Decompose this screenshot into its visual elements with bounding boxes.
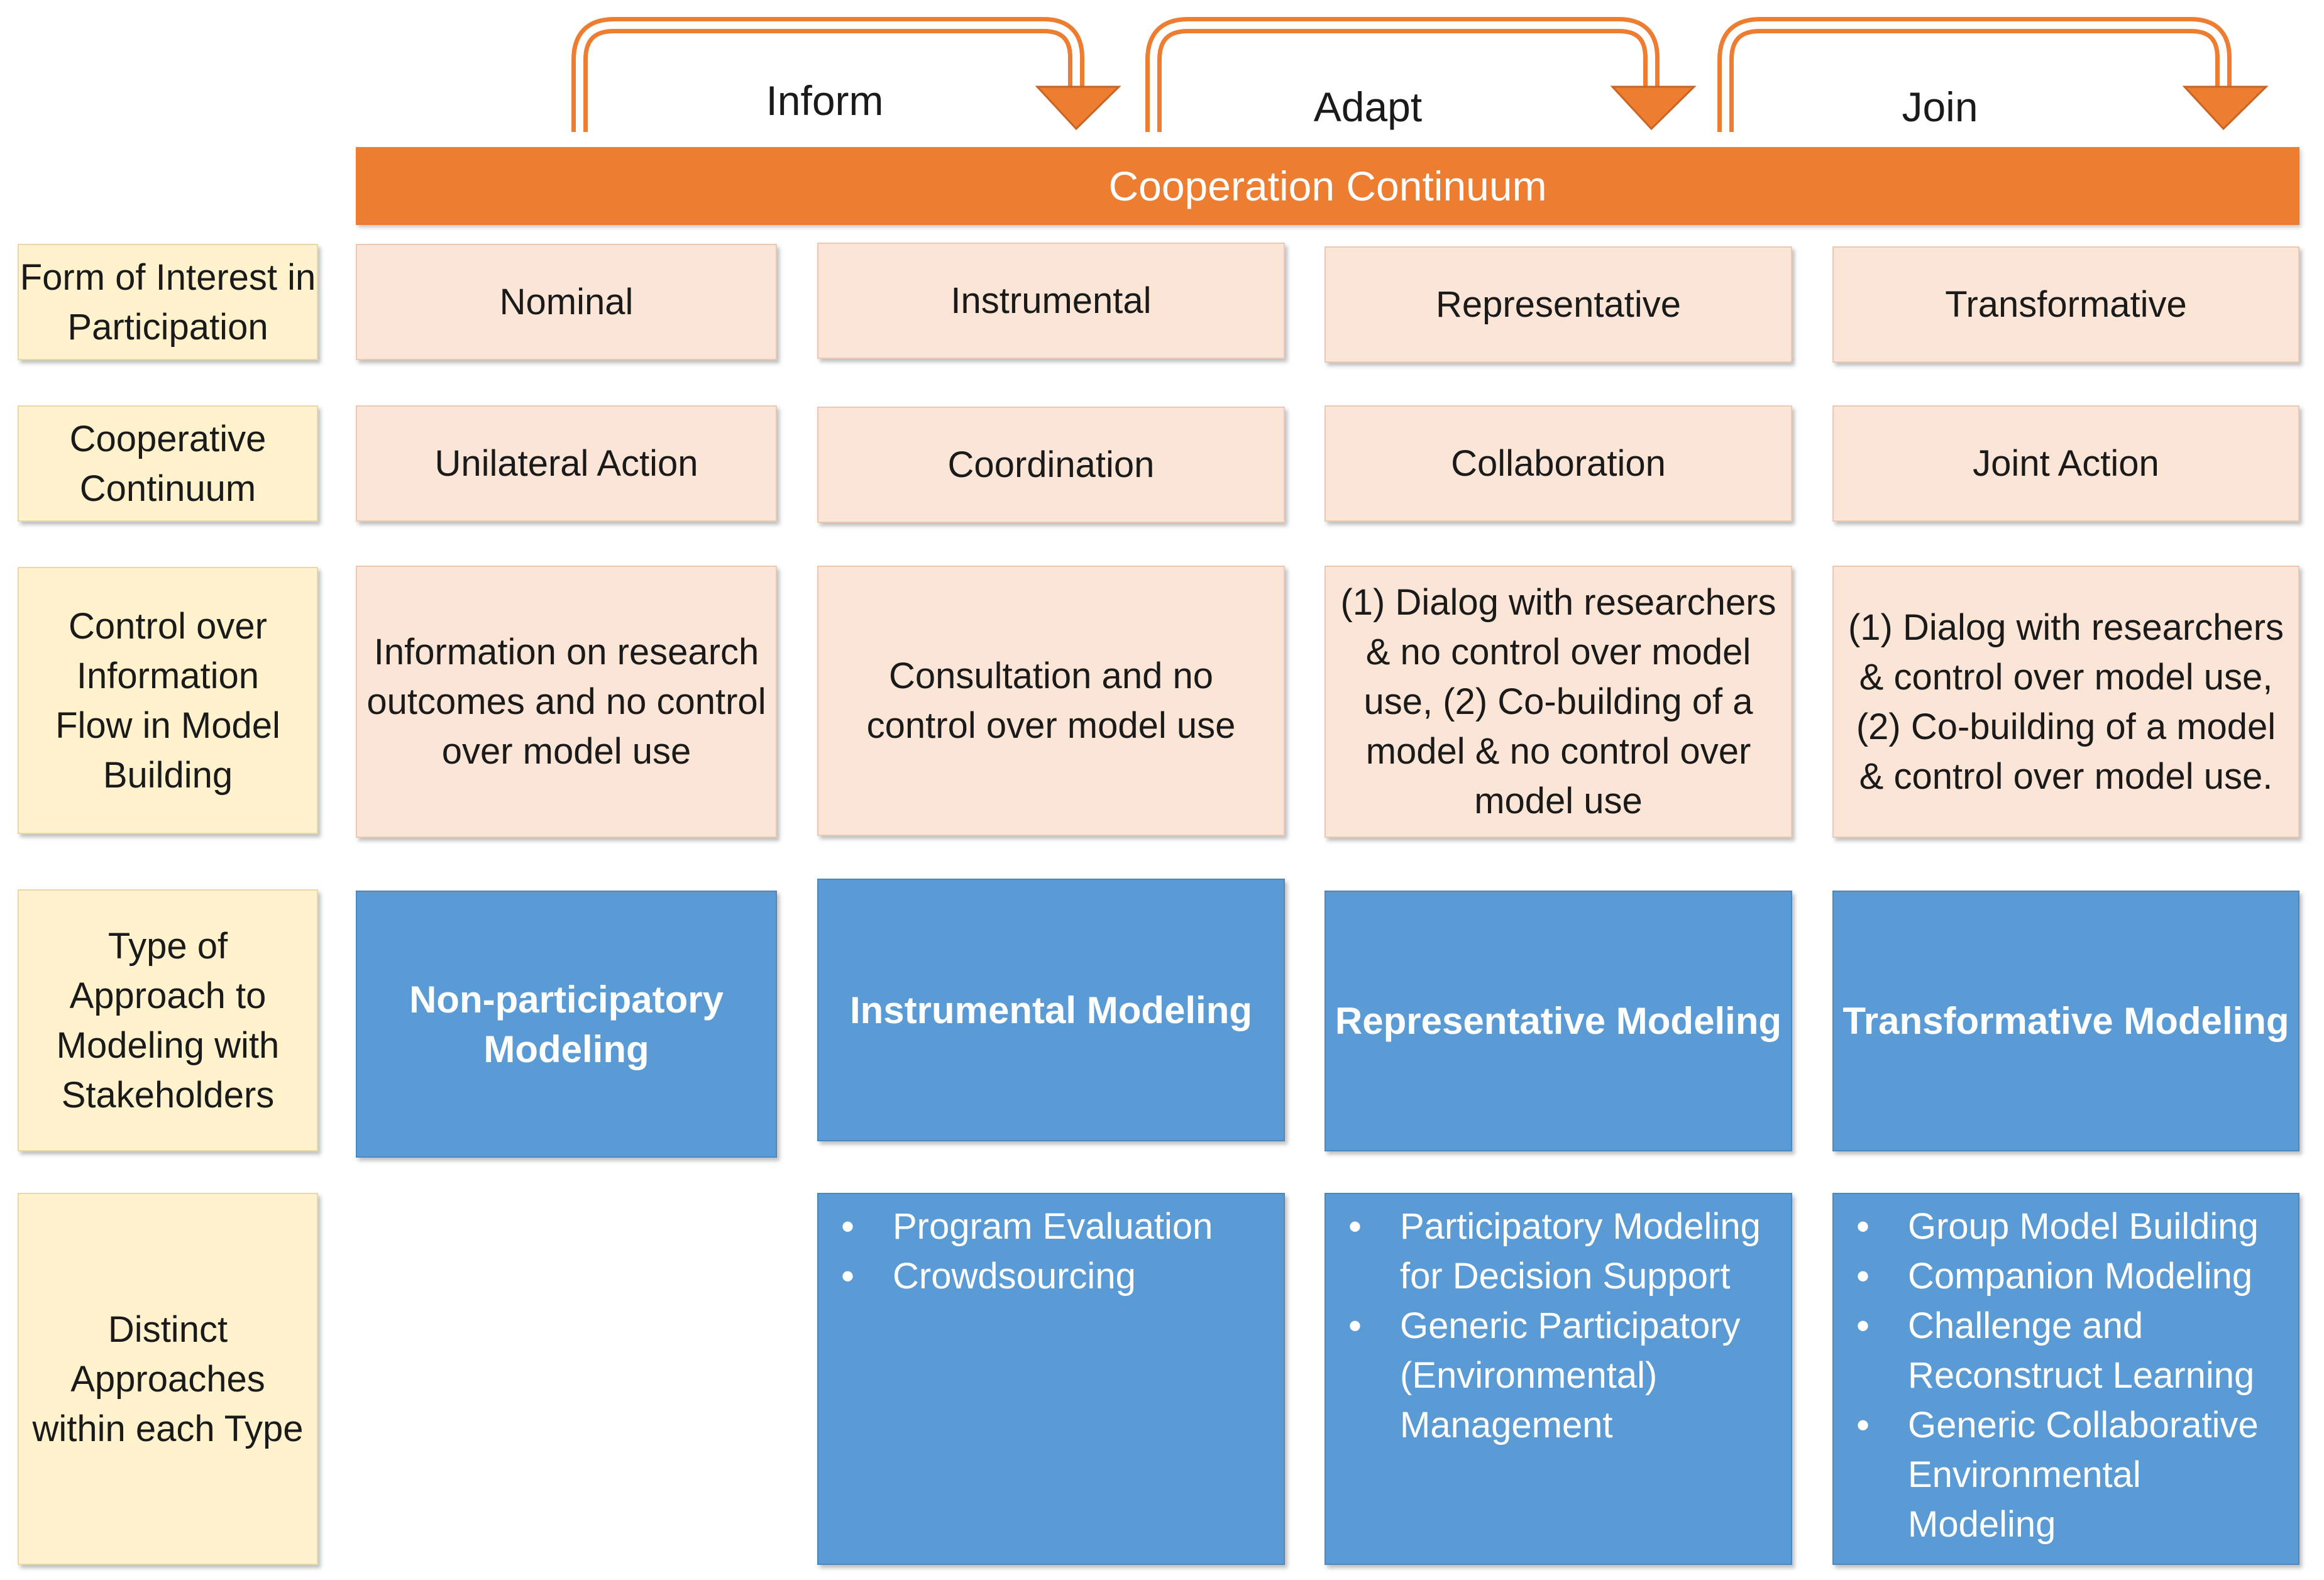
row-label-type-of-approach: Type of Approach to Modeling with Stakeh…	[18, 889, 318, 1151]
list-item: Companion Modeling	[1856, 1251, 2298, 1301]
approach-representative: Representative Modeling	[1324, 891, 1792, 1151]
inform-arrow	[569, 14, 1121, 132]
row-label-form-of-interest: Form of Interest in Participation	[18, 244, 318, 360]
form-transformative: Transformative	[1832, 246, 2299, 363]
row-label-control-over-information: Control over Information Flow in Model B…	[18, 567, 318, 834]
approach-transformative: Transformative Modeling	[1832, 891, 2299, 1151]
join-arrow	[1717, 17, 2269, 132]
list-item: Participatory Modeling for Decision Supp…	[1348, 1202, 1791, 1301]
cooperation-arrows	[569, 14, 2269, 132]
adapt-label: Adapt	[1313, 84, 1423, 130]
list-item: Generic Participatory (Environmental) Ma…	[1348, 1301, 1791, 1450]
list-item: Challenge and Reconstruct Learning	[1856, 1301, 2298, 1400]
form-nominal: Nominal	[356, 244, 777, 360]
row-label-distinct-approaches: Distinct Approaches within each Type	[18, 1193, 318, 1565]
list-item: Group Model Building	[1856, 1202, 2298, 1251]
row-label-cooperative-continuum: Cooperative Continuum	[18, 405, 318, 522]
control-instrumental: Consultation and no control over model u…	[817, 566, 1285, 836]
distinct-transformative: Group Model Building Companion Modeling …	[1832, 1193, 2299, 1565]
control-representative: (1) Dialog with researchers & no control…	[1324, 566, 1792, 838]
form-instrumental: Instrumental	[817, 243, 1285, 359]
approach-instrumental: Instrumental Modeling	[817, 879, 1285, 1141]
continuum-joint-action: Joint Action	[1832, 405, 2299, 522]
continuum-coordination: Coordination	[817, 407, 1285, 523]
cooperation-continuum-banner: Cooperation Continuum	[356, 147, 2299, 225]
control-transformative: (1) Dialog with researchers & control ov…	[1832, 566, 2299, 838]
distinct-instrumental: Program Evaluation Crowdsourcing	[817, 1193, 1285, 1565]
control-nominal: Information on research outcomes and no …	[356, 566, 777, 838]
inform-label: Inform	[766, 77, 884, 124]
list-item: Crowdsourcing	[841, 1251, 1213, 1301]
continuum-collaboration: Collaboration	[1324, 405, 1792, 522]
form-representative: Representative	[1324, 246, 1792, 363]
list-item: Generic Collaborative Environmental Mode…	[1856, 1400, 2298, 1549]
join-label: Join	[1902, 84, 1978, 130]
list-item: Program Evaluation	[841, 1202, 1213, 1251]
approach-non-participatory: Non-participatory Modeling	[356, 891, 777, 1158]
continuum-unilateral-action: Unilateral Action	[356, 405, 777, 522]
adapt-arrow	[1145, 17, 1697, 132]
distinct-representative: Participatory Modeling for Decision Supp…	[1324, 1193, 1792, 1565]
